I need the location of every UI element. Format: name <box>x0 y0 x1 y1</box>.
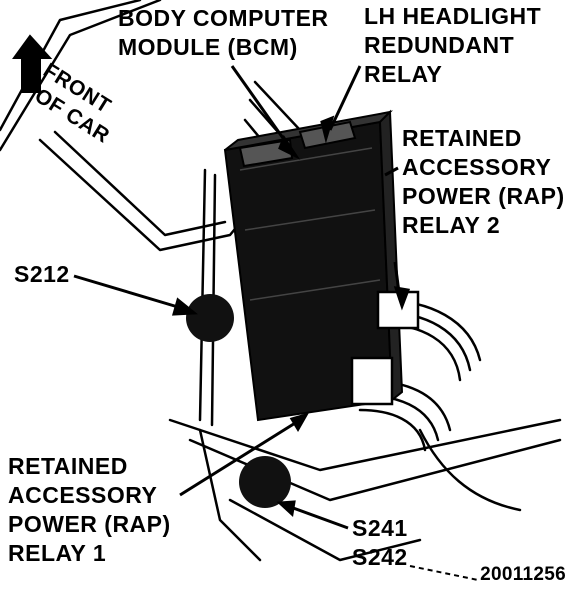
s241-s242-label: S241 S242 <box>352 514 408 572</box>
s242-text: S242 <box>352 544 408 570</box>
s212-label: S212 <box>14 261 70 287</box>
bcm-line-1: BODY COMPUTER <box>118 5 329 31</box>
floor-line-3 <box>228 498 422 562</box>
bcm-line-2: MODULE (BCM) <box>118 34 298 60</box>
harness-lower-3 <box>358 408 427 452</box>
s241-text: S241 <box>352 515 408 541</box>
floor-line-1 <box>168 418 562 472</box>
lower-panel <box>198 428 262 562</box>
rap-relay-2-label: RETAINED ACCESSORY POWER (RAP) RELAY 2 <box>402 124 565 240</box>
dashed-leader-fig <box>409 565 479 581</box>
lh-headlight-line-3: RELAY <box>364 61 443 87</box>
splice-s212-shape <box>186 294 234 342</box>
lh-headlight-line-2: REDUNDANT <box>364 32 515 58</box>
lh-headlight-line-1: LH HEADLIGHT <box>364 3 542 29</box>
rap2-line-1: RETAINED <box>402 125 522 151</box>
splice-s241-shape <box>239 456 291 508</box>
rap1-line-3: POWER (RAP) <box>8 511 171 537</box>
rap2-line-2: ACCESSORY <box>402 154 552 180</box>
figure-number: 20011256 <box>480 564 566 585</box>
lh-headlight-relay-label: LH HEADLIGHT REDUNDANT RELAY <box>364 2 541 89</box>
rap2-line-3: POWER (RAP) <box>402 183 565 209</box>
dash-panel-outline <box>0 0 142 132</box>
rap-relay-1-label: RETAINED ACCESSORY POWER (RAP) RELAY 1 <box>8 452 171 568</box>
rap2-line-4: RELAY 2 <box>402 212 501 238</box>
pillar-left <box>198 168 207 422</box>
dash-panel-edge <box>0 0 162 152</box>
rap1-line-4: RELAY 1 <box>8 540 107 566</box>
front-arrow <box>12 34 53 93</box>
harness-curve <box>418 428 522 512</box>
rap1-line-1: RETAINED <box>8 453 128 479</box>
connector-lower <box>350 356 394 406</box>
rap1-line-2: ACCESSORY <box>8 482 158 508</box>
bcm-label: BODY COMPUTER MODULE (BCM) <box>118 4 329 62</box>
dash-shelf-inner <box>53 130 227 237</box>
